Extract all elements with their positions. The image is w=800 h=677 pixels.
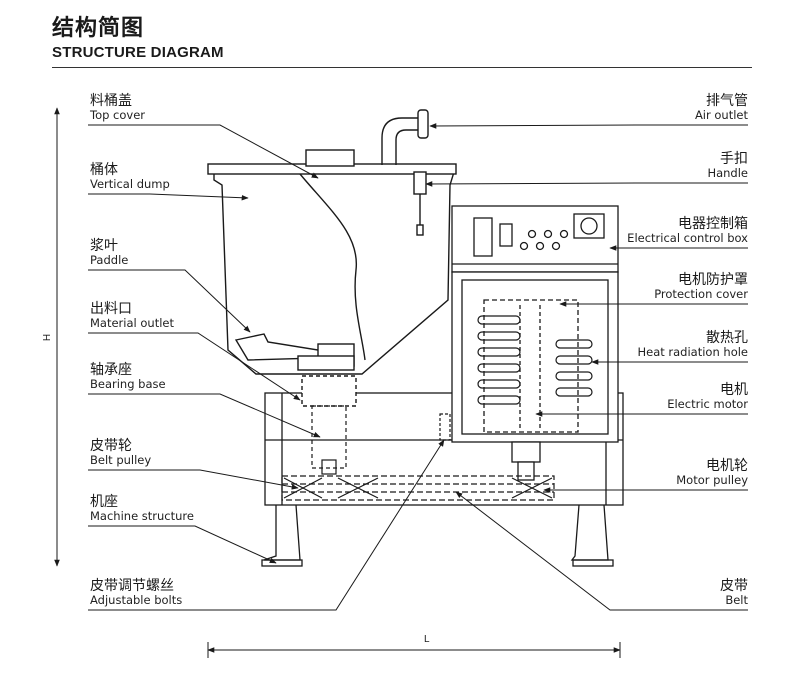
dimension-length-label: L	[424, 634, 430, 645]
leader-lines-left	[88, 124, 445, 611]
page-title-cn: 结构简图	[52, 16, 145, 41]
title-divider	[52, 67, 752, 68]
page-title-en: STRUCTURE DIAGRAM	[52, 44, 224, 61]
tank	[207, 109, 457, 407]
dimension-lines	[54, 107, 621, 658]
control-box	[451, 205, 619, 273]
leader-lines-right	[425, 123, 748, 611]
belt-drive	[281, 405, 555, 501]
dimension-height-label: H	[42, 333, 54, 342]
